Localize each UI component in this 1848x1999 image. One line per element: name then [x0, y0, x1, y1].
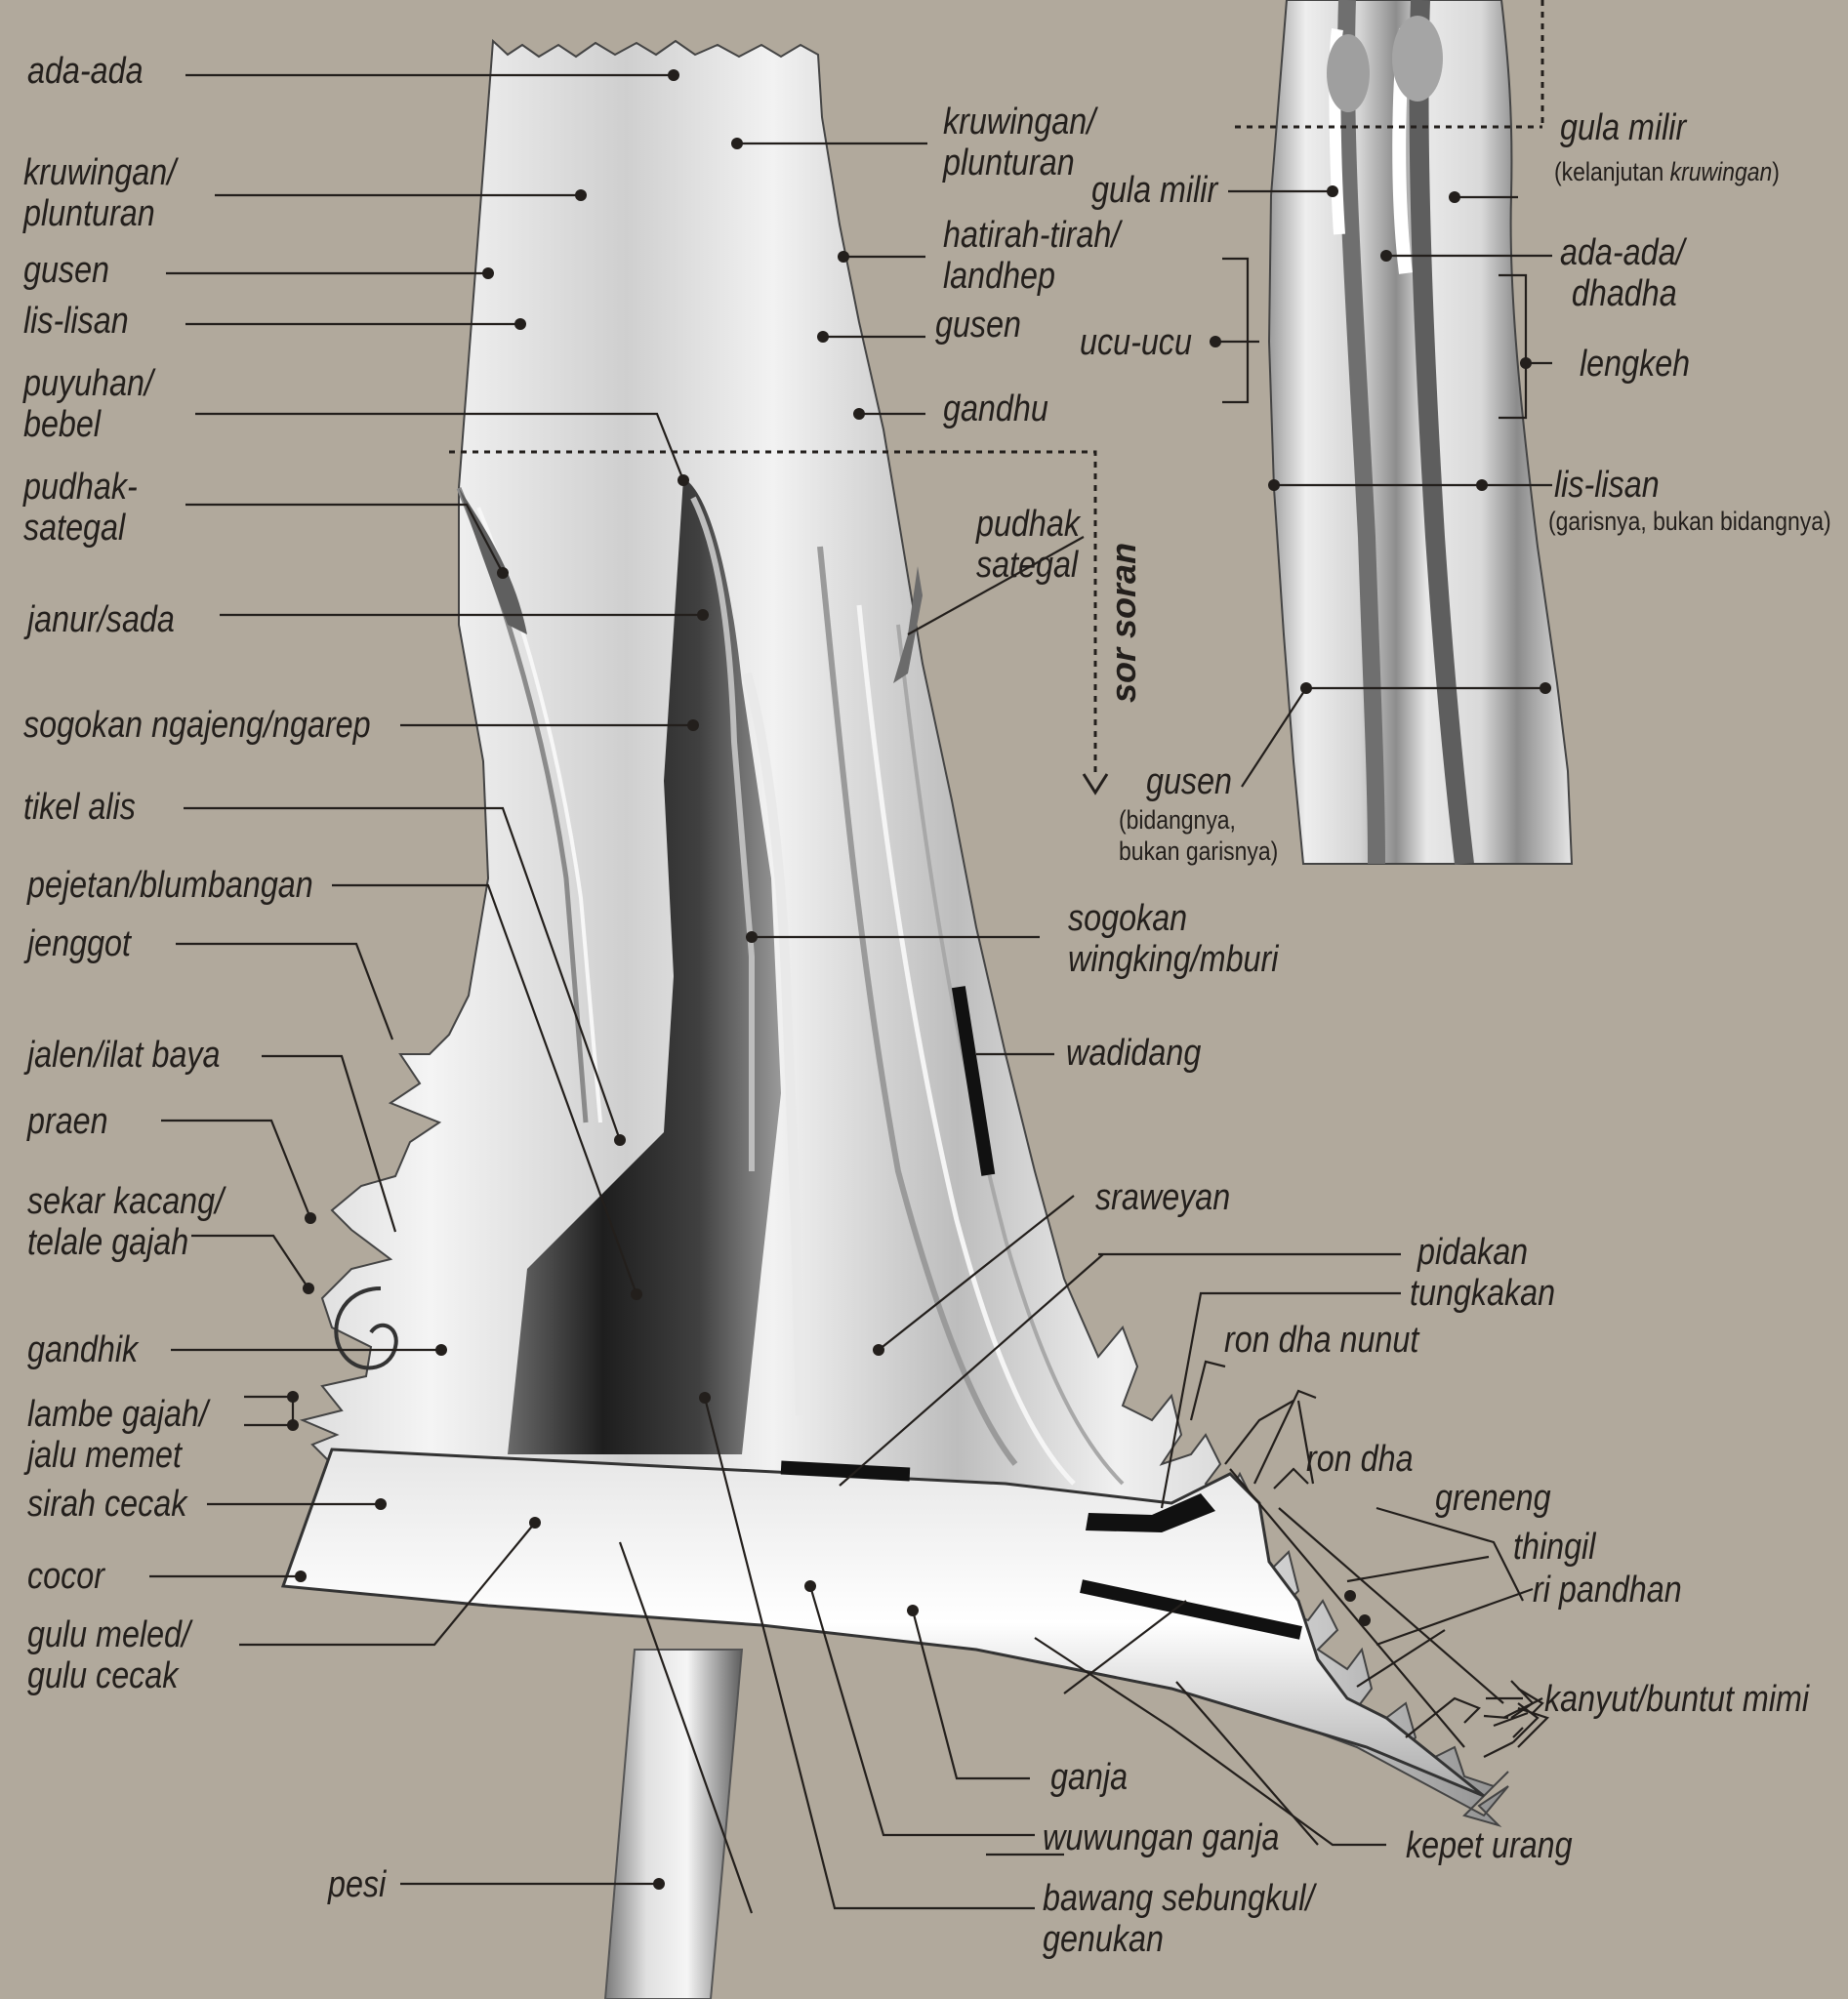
- label-lengkeh: lengkeh: [1580, 344, 1691, 385]
- sogokan-dark: [508, 478, 781, 1454]
- ganja-shape: [280, 1448, 1485, 1798]
- label-lis-lisan-note: (garisnya, bukan bidangnya): [1548, 507, 1831, 536]
- label-ada-dhadha: ada-ada/dhadha: [1560, 232, 1685, 314]
- label-ucu-ucu: ucu-ucu: [1080, 322, 1192, 363]
- label-wadidang: wadidang: [1066, 1033, 1202, 1074]
- label-gandhik: gandhik: [27, 1329, 139, 1370]
- label-ri-pandhan: ri pandhan: [1533, 1570, 1682, 1611]
- label-gula-milir-note: (kelanjutan kruwingan): [1554, 157, 1780, 186]
- label-cocor: cocor: [27, 1556, 104, 1597]
- label-puyuhan: puyuhan/bebel: [23, 363, 153, 445]
- label-sor-soran: sor soran: [1103, 542, 1143, 703]
- label-ron-dha: ron dha: [1306, 1439, 1414, 1480]
- label-sogokan-ngajeng: sogokan ngajeng/ngarep: [23, 705, 371, 746]
- label-gula-milir-mid: gula milir: [1091, 170, 1218, 211]
- label-jalen: jalen/ilat baya: [27, 1035, 221, 1076]
- leader-dots: [287, 69, 1551, 1890]
- main-blade: [280, 38, 1509, 1999]
- leader-lines: [149, 73, 1552, 1914]
- sor-soran-arrow: [1082, 773, 1109, 796]
- label-hatirah: hatirah-tirah/landhep: [943, 215, 1121, 297]
- label-lis-lisan-right: lis-lisan: [1554, 465, 1660, 506]
- pesi-shape: [603, 1649, 744, 1999]
- label-gusen-note: (bidangnya,bukan garisnya): [1119, 805, 1279, 866]
- label-lis-lisan-left: lis-lisan: [23, 301, 129, 342]
- label-pidakan: pidakan: [1417, 1232, 1529, 1273]
- label-greneng: greneng: [1435, 1478, 1551, 1519]
- label-bawang: bawang sebungkul/genukan: [1043, 1878, 1315, 1960]
- label-ada-ada: ada-ada: [27, 51, 144, 92]
- label-ron-dha-nunut: ron dha nunut: [1224, 1320, 1419, 1361]
- label-tikel-alis: tikel alis: [23, 787, 136, 828]
- label-gulu-meled: gulu meled/gulu cecak: [27, 1614, 190, 1696]
- sor-soran-guide: [449, 450, 1097, 776]
- label-kepet-urang: kepet urang: [1406, 1825, 1573, 1866]
- label-tungkakan: tungkakan: [1410, 1273, 1556, 1314]
- label-gula-milir-top: gula milir: [1560, 107, 1687, 148]
- label-sirah-cecak: sirah cecak: [27, 1484, 187, 1525]
- label-gusen-mid: gusen: [935, 305, 1022, 346]
- label-thingil: thingil: [1513, 1527, 1596, 1568]
- label-gusen-left: gusen: [23, 250, 110, 291]
- label-pesi: pesi: [328, 1864, 387, 1905]
- label-kruwingan-right: kruwingan/plunturan: [943, 102, 1096, 184]
- label-lambe-gajah: lambe gajah/jalu memet: [27, 1394, 208, 1476]
- label-janur: janur/sada: [27, 599, 175, 640]
- label-pejetan: pejetan/blumbangan: [27, 865, 313, 906]
- label-gandhu: gandhu: [943, 388, 1048, 429]
- label-sraweyan: sraweyan: [1095, 1177, 1231, 1218]
- label-gusen-right: gusen: [1146, 761, 1233, 802]
- label-jenggot: jenggot: [27, 923, 131, 964]
- label-ganja: ganja: [1050, 1757, 1129, 1798]
- inset-blade: [1267, 0, 1574, 866]
- label-sekar-kacang: sekar kacang/telale gajah: [27, 1181, 225, 1263]
- label-wuwungan-ganja: wuwungan ganja: [1043, 1817, 1280, 1858]
- label-kanyut: kanyut/buntut mimi: [1544, 1679, 1810, 1720]
- label-kruwingan-left: kruwingan/plunturan: [23, 152, 177, 234]
- label-pudhak-left: pudhak-sategal: [23, 467, 138, 549]
- label-praen: praen: [27, 1101, 108, 1142]
